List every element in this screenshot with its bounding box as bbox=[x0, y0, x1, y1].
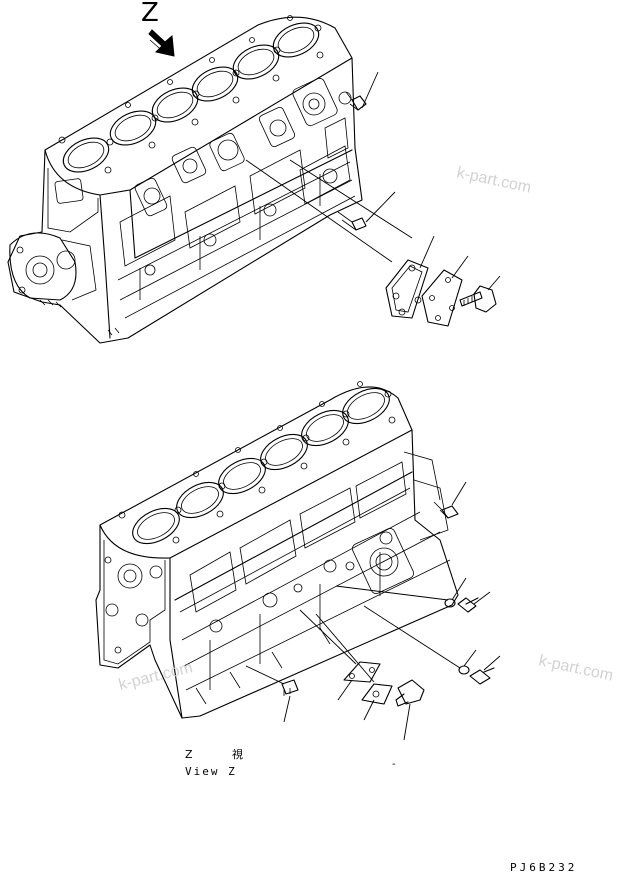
upper-cover-gasket bbox=[385, 259, 429, 319]
lower-long-bolt bbox=[395, 679, 425, 707]
view-caption-english: View Z bbox=[185, 765, 237, 778]
lower-washer-1 bbox=[444, 598, 456, 608]
lower-flange-gasket bbox=[343, 661, 381, 683]
lower-bolt-upper-right bbox=[433, 501, 459, 519]
lower-plug-2 bbox=[469, 667, 495, 685]
upper-bolt-top bbox=[345, 91, 367, 111]
lower-cover-plate bbox=[361, 683, 393, 705]
lower-exploded-parts bbox=[245, 481, 501, 741]
lower-cylinder-bores bbox=[132, 387, 390, 545]
upper-cover-bolt bbox=[459, 285, 497, 313]
drawing-code: PJ6B232 bbox=[510, 861, 578, 874]
upper-bolt-mid bbox=[337, 211, 367, 231]
upper-cover-plate bbox=[421, 269, 463, 327]
upper-exploded-parts bbox=[245, 71, 501, 327]
dash-note: - bbox=[392, 759, 396, 770]
lower-washer-2 bbox=[458, 665, 470, 675]
lower-plug-1 bbox=[457, 597, 479, 613]
lower-bolt-left bbox=[281, 679, 299, 696]
view-direction-arrow bbox=[148, 29, 175, 57]
view-label: Z bbox=[141, 0, 159, 28]
lower-cylinder-block bbox=[95, 381, 459, 719]
view-caption-japanese: Z 視 bbox=[185, 748, 262, 761]
upper-cylinder-block bbox=[7, 15, 363, 344]
